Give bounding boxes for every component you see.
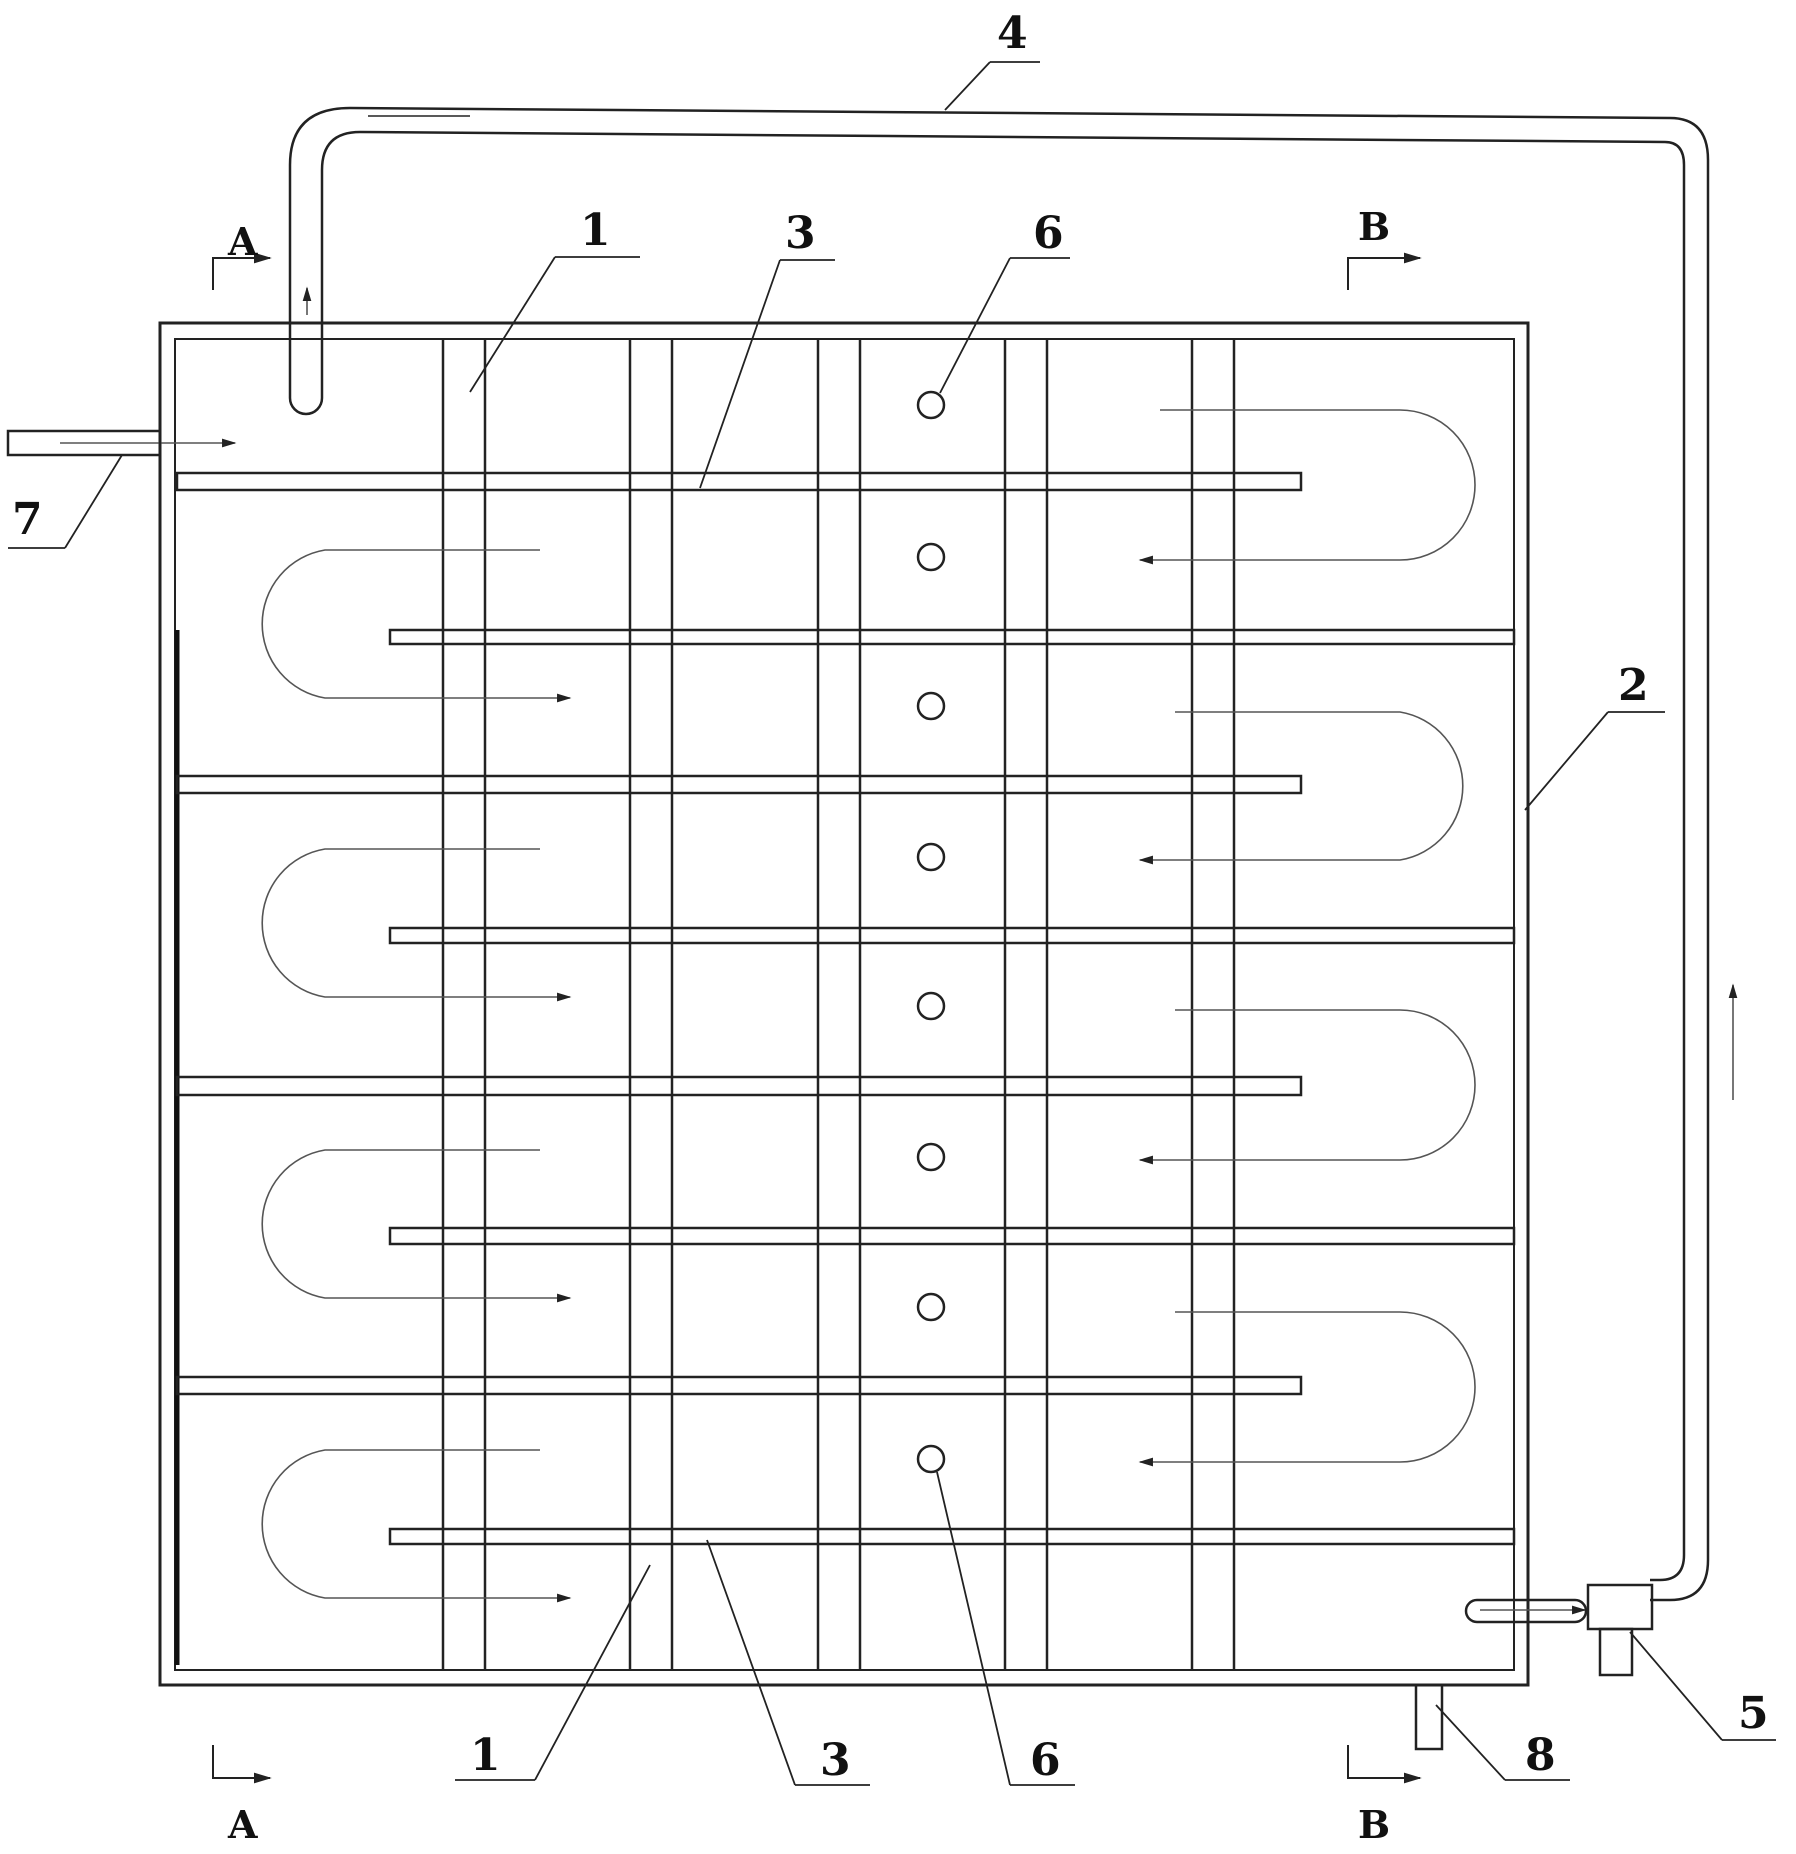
hole xyxy=(916,390,946,420)
baffle-plate xyxy=(175,774,1303,795)
section-marks: A A B B xyxy=(212,204,1422,1847)
baffle-plate xyxy=(388,1226,1516,1246)
outlet-stub xyxy=(1464,1598,1588,1624)
inlet-pipe xyxy=(6,429,162,457)
baffle-plate xyxy=(388,628,1516,646)
baffle-plate xyxy=(388,1527,1516,1546)
section-label-b-bottom: B xyxy=(1358,1802,1390,1847)
baffle-plate xyxy=(175,1375,1303,1396)
baffle-plate xyxy=(175,1075,1303,1097)
callout-3-bottom: 3 xyxy=(820,1735,851,1786)
section-label-a-bottom: A xyxy=(227,1802,258,1847)
section-label-a-top: A xyxy=(227,219,258,264)
callout-1-top: 1 xyxy=(580,205,611,256)
drain-pipe xyxy=(1414,1683,1444,1751)
tank-body xyxy=(158,321,1530,1687)
callout-labels: 1 3 6 4 2 7 1 3 6 8 5 xyxy=(12,8,1769,1786)
center-holes xyxy=(916,390,946,1474)
hole xyxy=(916,1444,946,1474)
callout-3-top: 3 xyxy=(785,208,816,259)
recirculation-pipe xyxy=(288,106,1710,1602)
pump-assembly xyxy=(1464,1583,1654,1677)
section-label-b-top: B xyxy=(1358,204,1390,249)
hole xyxy=(916,1292,946,1322)
hole xyxy=(916,1142,946,1172)
callout-1-bottom: 1 xyxy=(470,1730,501,1781)
vertical-partitions xyxy=(441,339,1236,1670)
callout-2: 2 xyxy=(1618,660,1649,711)
hole xyxy=(916,542,946,572)
flow-paths xyxy=(60,286,1738,1615)
callout-8: 8 xyxy=(1525,1730,1556,1781)
callout-7: 7 xyxy=(12,494,43,545)
callout-6-bottom: 6 xyxy=(1030,1735,1061,1786)
baffle-plates xyxy=(175,471,1516,1546)
callout-4: 4 xyxy=(997,8,1028,59)
baffle-plate xyxy=(388,926,1516,945)
hole xyxy=(916,691,946,721)
callout-5: 5 xyxy=(1738,1688,1769,1739)
pump-neck xyxy=(1598,1627,1634,1677)
callout-6-top: 6 xyxy=(1033,208,1064,259)
pump-body xyxy=(1586,1583,1654,1631)
hole xyxy=(916,842,946,872)
hole xyxy=(916,991,946,1021)
baffle-plate xyxy=(175,471,1303,492)
leader-lines xyxy=(8,61,1776,1786)
